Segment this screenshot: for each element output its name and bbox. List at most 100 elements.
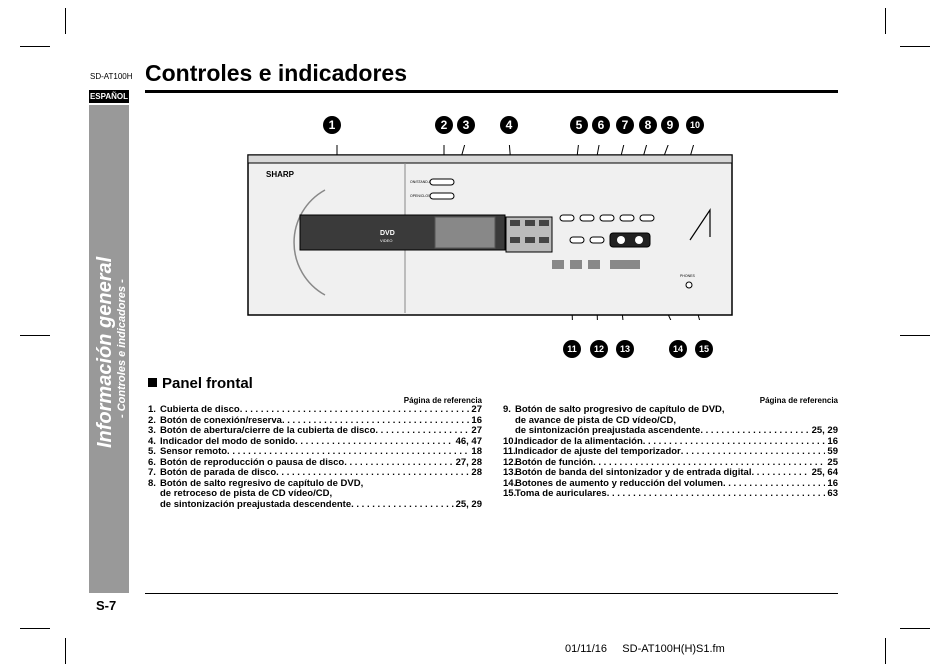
- item-number: 2.: [148, 414, 156, 426]
- title-rule: [145, 90, 838, 93]
- language-tab: ESPAÑOL: [89, 90, 129, 103]
- callout-marker: 2: [435, 116, 453, 134]
- callout-marker: 4: [500, 116, 518, 134]
- item-text: Botones de aumento y reducción del volum…: [515, 477, 723, 489]
- item-number: 12.: [503, 456, 517, 468]
- crop-mark: [65, 8, 66, 34]
- callout-marker: 9: [661, 116, 679, 134]
- crop-mark: [20, 335, 50, 336]
- button-2-label: OPEN/CLOSE: [410, 194, 433, 198]
- item-number: 6.: [148, 456, 156, 468]
- list-item: 1.Cubierta de disco27: [148, 404, 482, 416]
- left-list: 1. Cubierta de disco 272.Botón de conexión…: [148, 404, 482, 479]
- section-title: Panel frontal: [148, 375, 253, 392]
- item-text: de retroceso de pista de CD vídeo/CD,: [160, 488, 333, 499]
- crop-mark: [900, 46, 930, 47]
- ref-header: Página de referencia: [759, 396, 838, 405]
- leader-dots: [240, 405, 470, 416]
- leader-dots: [723, 479, 825, 490]
- callout-marker: 3: [457, 116, 475, 134]
- item-page: 16: [471, 414, 482, 426]
- footer-date: 01/11/16: [565, 643, 608, 655]
- leader-dots: [607, 489, 826, 500]
- leader-dots: [295, 437, 453, 448]
- item-number: 7.: [148, 467, 156, 478]
- callout-marker: 15: [695, 340, 713, 358]
- callout-marker: 11: [563, 340, 581, 358]
- leader-dots: [351, 500, 453, 511]
- item-number: 4.: [148, 435, 156, 447]
- item-page: 27: [471, 425, 482, 436]
- item-text: Botón de parada de disco: [160, 467, 277, 478]
- leader-dots: [700, 426, 809, 437]
- item-number: 3.: [148, 425, 156, 436]
- item-text: Botón de salto regresivo de capítulo de …: [160, 477, 364, 489]
- item-text: Botón de función: [515, 456, 594, 468]
- callout-marker: 8: [639, 116, 657, 134]
- item-page: 46, 47: [455, 435, 482, 447]
- list-item: 15.Toma de auriculares 63: [503, 488, 838, 500]
- item-text: Botón de reproducción o pausa de disco: [160, 456, 345, 468]
- callout-marker: 14: [669, 340, 687, 358]
- crop-mark: [900, 335, 930, 336]
- front-panel-figure: DVD VIDEO SHARP ON/STAND-BY OPEN/CLOSE P…: [247, 145, 733, 320]
- item-number: 1.: [148, 404, 156, 415]
- sidebar-title: Información general: [94, 256, 116, 448]
- item-page: 25: [827, 456, 838, 468]
- item-number: 15.: [503, 488, 517, 499]
- crop-mark: [885, 8, 886, 34]
- list-item: 6. Botón de reproducción o pausa de disco…: [148, 456, 482, 469]
- right-list: 10.Indicador de la alimentación1611.Indi…: [503, 435, 838, 500]
- item-text: Indicador del modo de sonido: [160, 435, 296, 447]
- page-title: Controles e indicadores: [145, 60, 408, 86]
- crop-mark: [65, 638, 66, 664]
- callout-marker: 6: [592, 116, 610, 134]
- item-text: Toma de auriculares: [515, 488, 607, 499]
- page-number: S-7: [96, 598, 117, 613]
- item-text: de sintonización preajustada ascendente: [515, 425, 701, 436]
- leader-dots: [751, 468, 809, 479]
- section-title-text: Panel frontal: [162, 375, 253, 392]
- bottom-rule: [145, 593, 838, 594]
- footer-info: 01/11/16 SD-AT100H(H)S1.fm: [565, 643, 725, 655]
- list-item: 2.Botón de conexión/reserva16: [148, 414, 482, 427]
- item-page: 28: [471, 467, 482, 478]
- item-text: Botón de abertura/cierre de la cubierta …: [160, 425, 376, 436]
- footer-file: SD-AT100H(H)S1.fm: [622, 643, 725, 655]
- item-page: 63: [827, 488, 838, 499]
- sidebar-subtitle: - Controles e indicadores -: [116, 279, 128, 418]
- leader-dots: [227, 447, 469, 458]
- button-1-label: ON/STAND-BY: [410, 180, 434, 184]
- item-page: 18: [471, 446, 482, 457]
- item-text: Botón de salto progresivo de capítulo de…: [515, 404, 725, 415]
- list-item: 4. Indicador del modo de sonido 46, 47: [148, 435, 482, 448]
- list-item: 8.Botón de salto regresivo de capítulo d…: [148, 477, 482, 511]
- item-text: Botón de banda del sintonizador y de ent…: [515, 467, 752, 478]
- item-text: Cubierta de disco: [160, 404, 240, 415]
- callout-marker: 5: [570, 116, 588, 134]
- list-item: 13.Botón de banda del sintonizador y de …: [503, 467, 838, 479]
- item-number: 10.: [503, 435, 517, 447]
- sidebar-band: [89, 105, 129, 593]
- item-text: Sensor remoto: [160, 446, 228, 457]
- crop-mark: [20, 46, 50, 47]
- item-page: 16: [827, 435, 838, 447]
- phones-label: PHONES: [680, 274, 695, 278]
- list-item: 5. Sensor remoto 18: [148, 446, 482, 458]
- item-page: 25, 29: [811, 425, 838, 436]
- callout-marker: 13: [616, 340, 634, 358]
- dvd-logo: DVD: [380, 230, 395, 237]
- dvd-logo-sub: VIDEO: [380, 238, 392, 243]
- item-number: 5.: [148, 446, 156, 457]
- square-bullet-icon: [148, 378, 157, 387]
- leader-dots: [681, 447, 826, 458]
- item-number: 14.: [503, 477, 517, 489]
- item-text: Indicador de ajuste del temporizador: [515, 446, 681, 457]
- crop-mark: [20, 628, 50, 629]
- crop-mark: [900, 628, 930, 629]
- item-page: 25, 64: [811, 467, 838, 478]
- callout-marker: 12: [590, 340, 608, 358]
- ref-header: Página de referencia: [403, 396, 482, 405]
- item-page: 27, 28: [455, 456, 482, 468]
- leader-dots: [276, 468, 469, 479]
